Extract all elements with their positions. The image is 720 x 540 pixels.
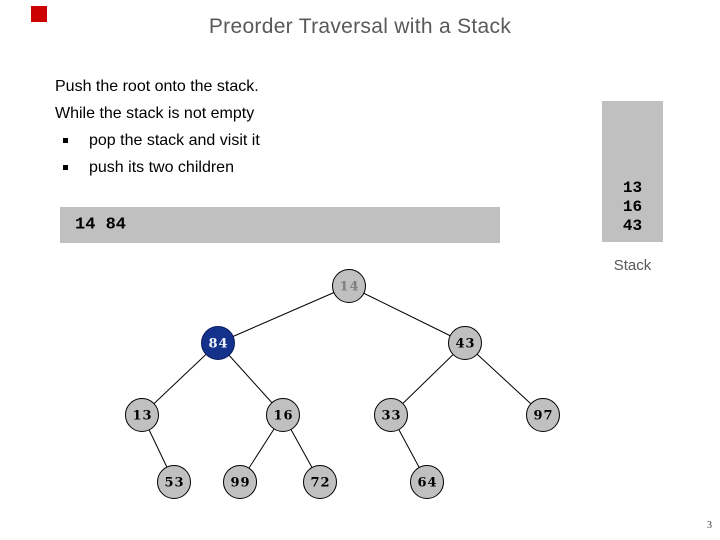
tree-node-value: 33 bbox=[381, 409, 401, 424]
tree-node-value: 72 bbox=[310, 476, 330, 491]
algorithm-bullet-text: pop the stack and visit it bbox=[89, 131, 260, 149]
tree-node-value: 14 bbox=[339, 280, 359, 295]
tree-node-circle bbox=[157, 465, 191, 499]
tree-node-circle bbox=[332, 269, 366, 303]
tree-node-value: 99 bbox=[230, 476, 250, 491]
algorithm-bullet-row: push its two children bbox=[55, 154, 260, 181]
algorithm-line: While the stack is not empty bbox=[55, 105, 255, 122]
slide-title: Preorder Traversal with a Stack bbox=[208, 15, 512, 38]
red-corner-marker bbox=[31, 6, 47, 22]
tree-node-circle bbox=[303, 465, 337, 499]
tree-node-value: 84 bbox=[208, 337, 228, 352]
page-number: 3 bbox=[707, 520, 712, 531]
tree-edge-43-33 bbox=[390, 342, 466, 416]
bullet-square-icon bbox=[63, 165, 68, 170]
tree-node-circle bbox=[374, 398, 408, 432]
algorithm-bullet-row: pop the stack and visit it bbox=[55, 127, 260, 154]
tree-node-97: 97 bbox=[526, 398, 560, 432]
visited-output-box: 14 84 bbox=[60, 207, 500, 243]
tree-node-99: 99 bbox=[223, 465, 257, 499]
tree-node-53: 53 bbox=[157, 465, 191, 499]
tree-edge-14-84 bbox=[217, 285, 350, 344]
visited-values: 14 84 bbox=[75, 215, 127, 235]
tree-node-33: 33 bbox=[374, 398, 408, 432]
tree-node-circle bbox=[125, 398, 159, 432]
tree-node-value: 13 bbox=[132, 409, 152, 424]
algorithm-line: Push the root onto the stack. bbox=[55, 78, 259, 95]
tree-node-14: 14 bbox=[332, 269, 366, 303]
tree-edge-43-97 bbox=[464, 342, 544, 416]
tree-edge-84-13 bbox=[141, 342, 219, 416]
tree-node-value: 53 bbox=[164, 476, 184, 491]
tree-node-circle bbox=[410, 465, 444, 499]
tree-node-value: 43 bbox=[455, 337, 475, 352]
stack-item: 13 bbox=[622, 179, 643, 197]
tree-node-circle bbox=[266, 398, 300, 432]
tree-node-43: 43 bbox=[448, 326, 482, 360]
tree-node-13: 13 bbox=[125, 398, 159, 432]
tree-node-72: 72 bbox=[303, 465, 337, 499]
tree-node-16: 16 bbox=[266, 398, 300, 432]
tree-node-circle bbox=[201, 326, 235, 360]
stack-item: 43 bbox=[622, 217, 643, 235]
tree-node-value: 16 bbox=[273, 409, 293, 424]
algorithm-bullet-text: push its two children bbox=[89, 158, 234, 176]
tree-node-64: 64 bbox=[410, 465, 444, 499]
tree-edge-14-43 bbox=[348, 285, 466, 344]
stack-label: Stack bbox=[613, 257, 652, 274]
tree-node-circle bbox=[223, 465, 257, 499]
tree-node-value: 64 bbox=[417, 476, 437, 491]
algorithm-text-block: Push the root onto the stack. While the … bbox=[55, 73, 260, 181]
tree-node-value: 97 bbox=[533, 409, 553, 424]
stack-box: 13 16 43 bbox=[602, 101, 663, 242]
tree-node-circle bbox=[448, 326, 482, 360]
bullet-square-icon bbox=[63, 138, 68, 143]
tree-node-circle bbox=[526, 398, 560, 432]
stack-item: 16 bbox=[622, 198, 643, 216]
tree-node-84: 84 bbox=[201, 326, 235, 360]
